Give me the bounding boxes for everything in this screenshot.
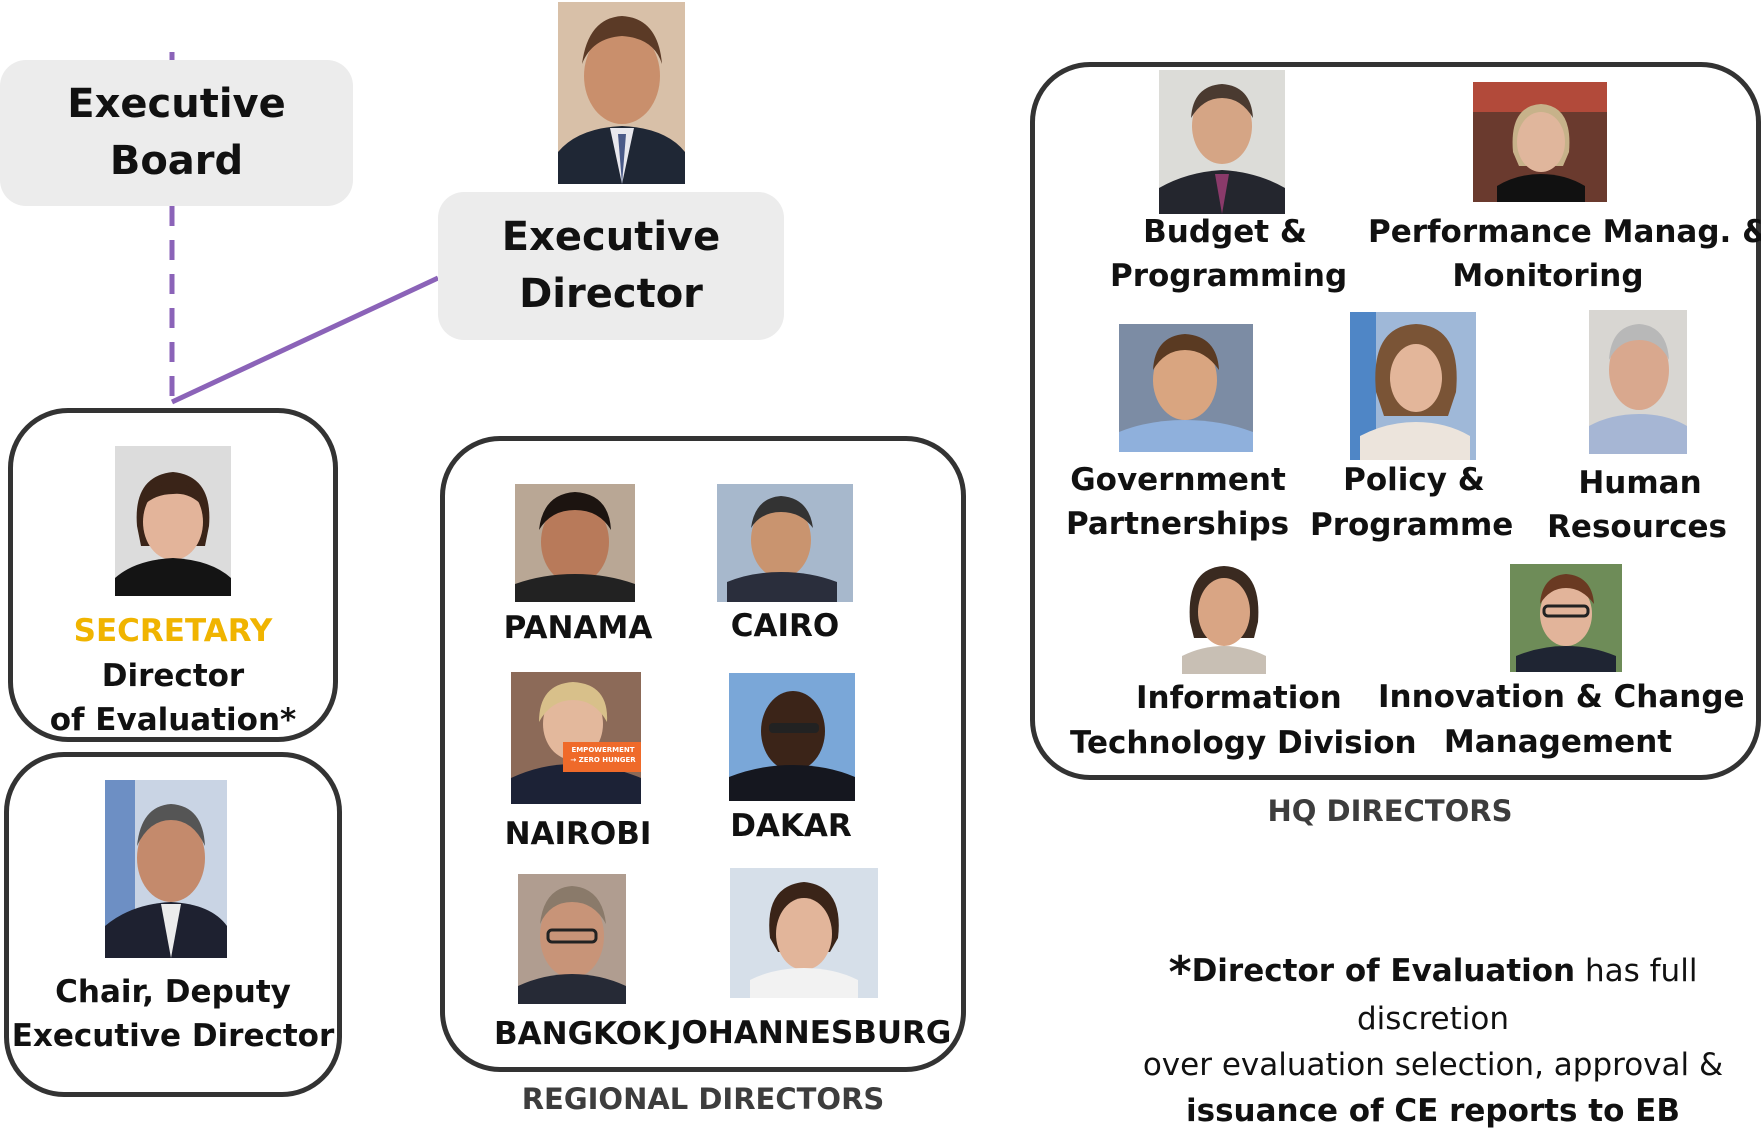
executive-director-label: Director <box>519 271 703 317</box>
footnote-bold: Director of Evaluation <box>1191 953 1576 989</box>
chair-label: Chair, Deputy <box>55 974 291 1010</box>
policy-director-photo <box>1350 312 1476 460</box>
cairo-label: CAIRO <box>730 608 840 644</box>
evaluation-footnote: *Director of Evaluation has full discret… <box>1093 948 1761 1134</box>
executive-director-label: Executive <box>501 214 721 260</box>
footnote-text: has full discretion <box>1356 953 1698 1037</box>
panama-director-photo <box>515 484 635 602</box>
performance-label: Monitoring <box>1452 258 1644 294</box>
it-director-photo <box>1174 558 1272 674</box>
budget-director-photo <box>1159 70 1285 214</box>
hq-directors-caption: HQ DIRECTORS <box>1267 794 1513 828</box>
policy-label: Programme <box>1310 507 1514 543</box>
cairo-director-photo <box>717 484 853 602</box>
executive-director-photo <box>558 2 685 184</box>
footnote-bold: issuance of CE reports to EB <box>1186 1093 1680 1129</box>
placard-text: → ZERO HUNGER <box>570 756 636 764</box>
johannesburg-director-photo <box>730 868 878 998</box>
innovation-label: Management <box>1443 724 1673 760</box>
government-director-photo <box>1119 324 1253 452</box>
human-resources-director-photo <box>1589 310 1687 454</box>
performance-director-photo <box>1473 82 1607 202</box>
director-evaluation-label: of Evaluation* <box>49 702 297 738</box>
johannesburg-label: JOHANNESBURG <box>670 1015 952 1051</box>
nairobi-director-photo: EMPOWERMENT → ZERO HUNGER <box>511 672 641 804</box>
dakar-label: DAKAR <box>730 808 852 844</box>
nairobi-label: NAIROBI <box>504 816 652 852</box>
human-resources-label: Resources <box>1547 509 1727 545</box>
director-to-evaluation-connector <box>170 275 440 405</box>
executive-director-box: Executive Director <box>438 192 784 340</box>
footnote-line: issuance of CE reports to EB <box>1093 1088 1761 1134</box>
director-evaluation-frame <box>8 408 338 742</box>
bangkok-label: BANGKOK <box>494 1016 667 1052</box>
chair-label: Executive Director <box>11 1018 335 1054</box>
government-label: Partnerships <box>1066 506 1290 542</box>
innovation-label: Innovation & Change <box>1378 679 1745 715</box>
panama-label: PANAMA <box>503 610 653 646</box>
policy-label: Policy & <box>1343 462 1485 498</box>
dakar-director-photo <box>729 673 855 801</box>
human-resources-label: Human <box>1578 465 1702 501</box>
regional-directors-caption: REGIONAL DIRECTORS <box>521 1082 885 1116</box>
placard-text: EMPOWERMENT <box>571 746 635 754</box>
footnote-line: over evaluation selection, approval & <box>1142 1047 1724 1083</box>
regional-directors-frame <box>440 436 966 1072</box>
chair-photo <box>105 780 227 958</box>
chair-frame <box>4 752 342 1097</box>
footnote-star: * <box>1168 947 1192 998</box>
it-label: Information <box>1136 680 1342 716</box>
innovation-director-photo <box>1510 564 1622 672</box>
director-evaluation-photo <box>115 446 231 596</box>
executive-board-box: Executive Board <box>0 60 353 206</box>
hq-directors-frame <box>1030 62 1761 780</box>
performance-label: Performance Manag. & <box>1368 214 1761 250</box>
budget-label: Programming <box>1110 258 1348 294</box>
nairobi-placard: EMPOWERMENT → ZERO HUNGER <box>567 745 639 765</box>
director-evaluation-label: Director <box>101 658 245 694</box>
executive-board-label: Board <box>109 138 244 184</box>
executive-board-label: Executive <box>67 81 286 127</box>
budget-label: Budget & <box>1143 214 1307 250</box>
secretary-label: SECRETARY <box>73 613 273 649</box>
footnote-line: *Director of Evaluation has full discret… <box>1093 948 1761 1042</box>
bangkok-director-photo <box>518 874 626 1004</box>
government-label: Government <box>1070 462 1286 498</box>
it-label: Technology Division <box>1070 725 1417 761</box>
